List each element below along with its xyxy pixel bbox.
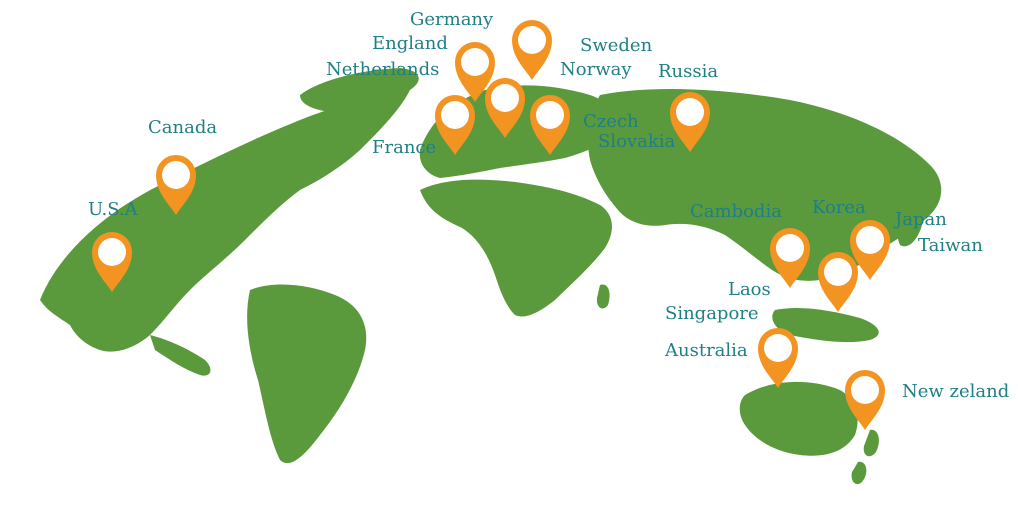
label-taiwan: Taiwan — [918, 235, 983, 256]
pin-france[interactable] — [435, 95, 475, 155]
label-france: France — [372, 137, 437, 158]
pin-korea[interactable] — [850, 220, 890, 280]
pin-germany[interactable] — [512, 20, 552, 80]
pin-russia[interactable] — [670, 92, 710, 152]
label-england: England — [372, 33, 448, 54]
label-netherlands: Netherlands — [326, 59, 440, 80]
label-cambodia: Cambodia — [690, 201, 782, 222]
pin-netherlands[interactable] — [485, 78, 525, 138]
pin-australia[interactable] — [758, 328, 798, 388]
south-america — [247, 284, 367, 464]
label-japan: Japan — [895, 209, 947, 230]
pin-laos[interactable] — [818, 252, 858, 312]
new-zealand — [863, 429, 879, 457]
pin-canada[interactable] — [156, 155, 196, 215]
japan — [897, 203, 923, 247]
central-america — [150, 335, 211, 376]
label-laos: Laos — [728, 279, 771, 300]
label-canada: Canada — [148, 117, 218, 138]
label-germany: Germany — [410, 9, 494, 30]
label-norway: Norway — [560, 59, 632, 80]
label-new-zeland: New zeland — [902, 381, 1010, 402]
new-zealand-south — [851, 461, 867, 485]
pin-new-zeland[interactable] — [845, 370, 885, 430]
pin-usa[interactable] — [92, 232, 132, 292]
label-slovakia: Slovakia — [598, 131, 676, 152]
pin-england[interactable] — [455, 42, 495, 102]
pin-czech[interactable] — [530, 95, 570, 155]
australia — [739, 381, 858, 456]
pin-cambodia[interactable] — [770, 228, 810, 288]
label-korea: Korea — [812, 197, 866, 218]
label-usa: U.S.A — [88, 199, 138, 220]
africa — [420, 179, 612, 317]
greenland — [300, 68, 419, 112]
label-australia: Australia — [665, 340, 748, 361]
label-singapore: Singapore — [665, 303, 759, 324]
map-pins — [92, 20, 890, 430]
indonesia — [772, 307, 879, 343]
madagascar — [596, 284, 610, 309]
label-czech: Czech — [583, 111, 639, 132]
label-russia: Russia — [658, 61, 719, 82]
asia — [588, 88, 942, 281]
label-sweden: Sweden — [580, 35, 653, 56]
north-america — [40, 90, 410, 352]
